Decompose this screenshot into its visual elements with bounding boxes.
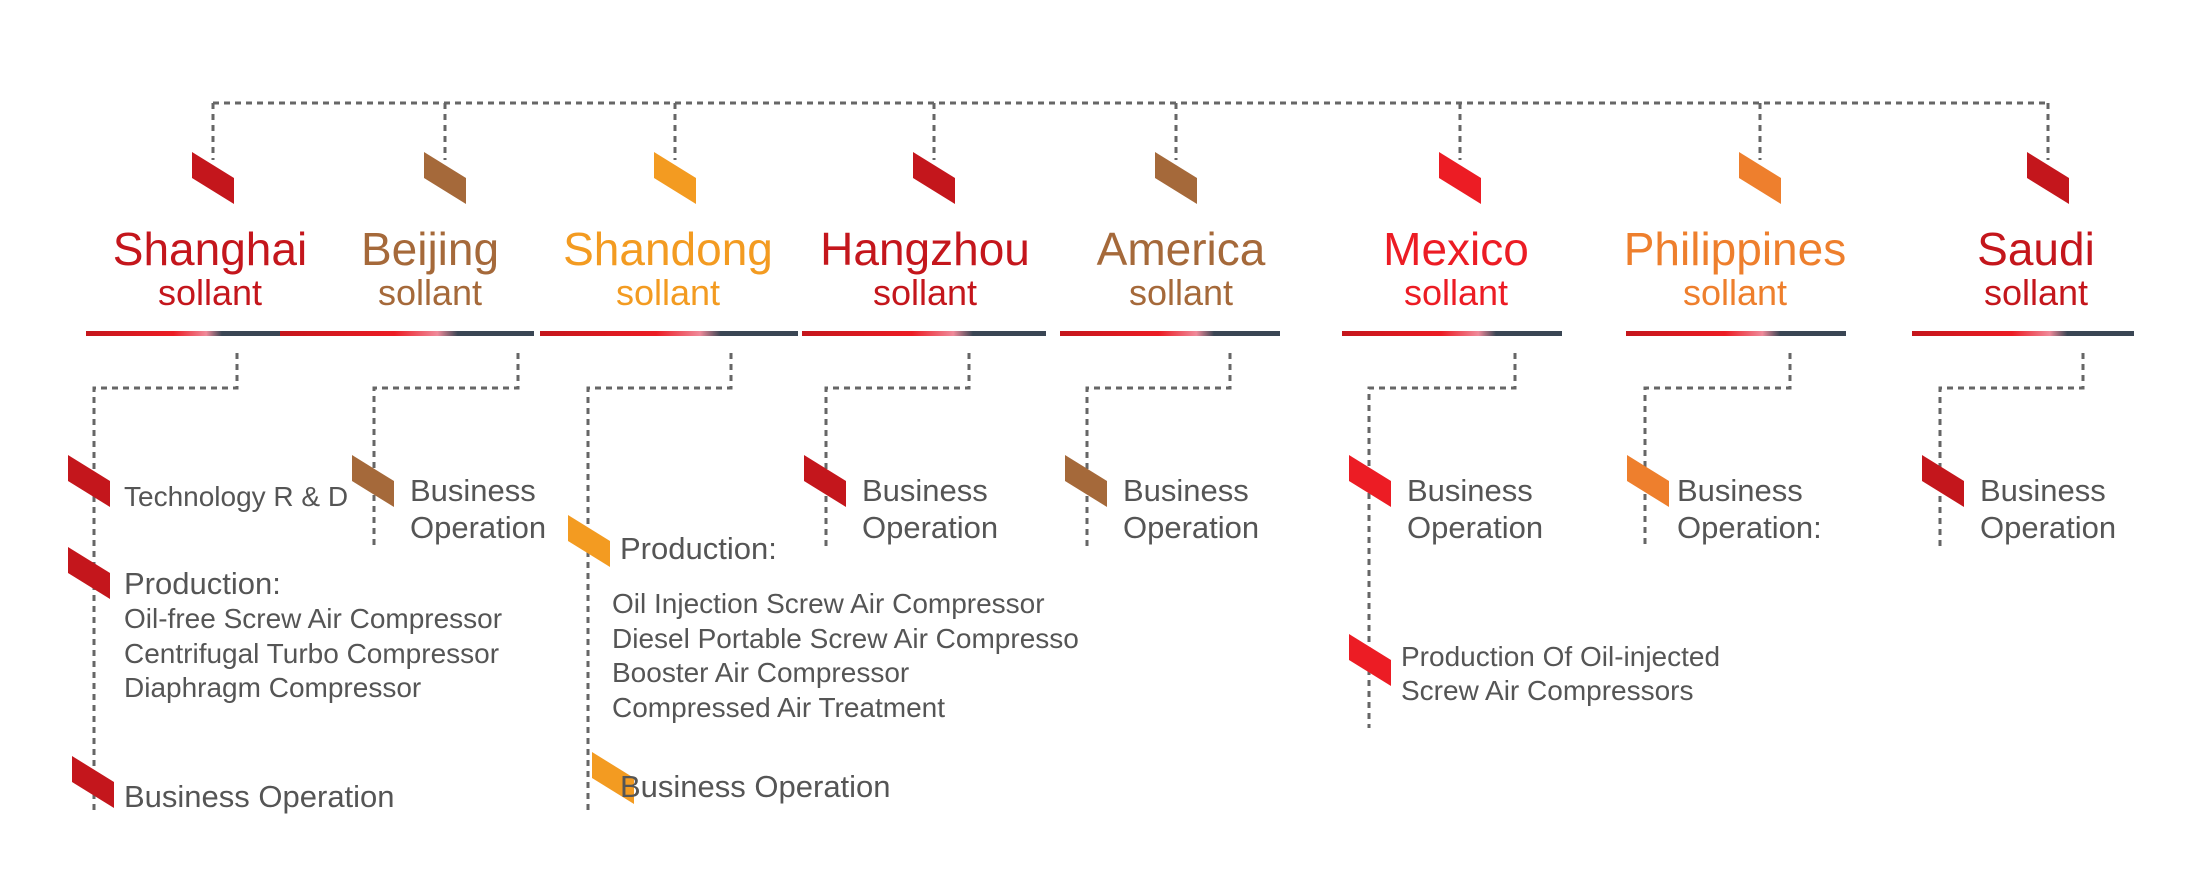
flag-marker-icon: [590, 752, 636, 804]
item-title: Production:: [620, 531, 777, 566]
item-title: Business Operation: [1980, 473, 2117, 546]
item-title: Business Operation: [862, 473, 999, 546]
flag-marker-icon: [2025, 152, 2071, 204]
branch-subtitle: sollant: [1682, 272, 1788, 313]
branch-underline: [1060, 331, 1280, 336]
item-title: Business Operation: [124, 779, 395, 814]
branch-name: Philippines: [1623, 223, 1847, 275]
item-detail: Diesel Portable Screw Air Compresso: [612, 622, 1079, 654]
flag-marker-icon: [66, 455, 112, 507]
flag-marker-icon: [1437, 152, 1483, 204]
branch-item: Business Operation: [1407, 472, 1577, 546]
dashed-connector: [372, 353, 520, 547]
branch-subtitle: sollant: [1403, 272, 1509, 313]
branch-name: America: [1096, 223, 1266, 275]
flag-marker-icon: [1153, 152, 1199, 204]
flag-marker-icon: [422, 152, 468, 204]
flag-marker-icon: [1063, 455, 1109, 507]
branch-underline: [86, 331, 280, 336]
flag-marker-icon: [911, 152, 957, 204]
branch-item: Technology R & D: [124, 480, 348, 514]
branch-subtitle: sollant: [377, 272, 483, 313]
branch-item: Business Operation: [862, 472, 1032, 546]
item-detail: Oil-free Screw Air Compressor: [124, 603, 503, 635]
flag-marker-icon: [802, 455, 848, 507]
branch-item: Business Operation: [410, 472, 580, 546]
item-title: Production:: [124, 566, 281, 601]
item-title: Business Operation: [410, 473, 547, 546]
branch-underline: [1342, 331, 1562, 336]
branch-item: Business Operation:: [1677, 472, 1847, 546]
flag-marker-icon: [1347, 455, 1393, 507]
branch-underline: [1626, 331, 1846, 336]
branch-name: Shandong: [563, 223, 773, 275]
branch-item: Business Operation: [1123, 472, 1293, 546]
branch-name: Beijing: [360, 223, 500, 275]
branch-underline: [802, 331, 1046, 336]
item-title: Business Operation: [1123, 473, 1260, 546]
dashed-connector: [824, 353, 971, 547]
branch-subtitle: sollant: [157, 272, 263, 313]
branch-underline: [540, 331, 798, 336]
flag-marker-icon: [70, 756, 116, 808]
flag-marker-icon: [566, 515, 612, 567]
branch-subtitle: sollant: [1983, 272, 2089, 313]
flag-marker-icon: [1347, 634, 1393, 686]
branch-subtitle: sollant: [872, 272, 978, 313]
branch-item: Business Operation: [124, 778, 395, 815]
flag-marker-icon: [1920, 455, 1966, 507]
item-detail: Oil Injection Screw Air Compressor: [612, 588, 1045, 620]
item-title: Production Of Oil-injected Screw Air Com…: [1401, 641, 1721, 706]
branch-item: Production: Oil Injection Screw Air Compr…: [612, 530, 1079, 725]
branch-subtitle: sollant: [1128, 272, 1234, 313]
dashed-connector: [1085, 353, 1232, 547]
branch-item: Production Of Oil-injected Screw Air Com…: [1401, 640, 1761, 707]
item-title: Technology R & D: [124, 481, 349, 512]
flag-marker-icon: [652, 152, 698, 204]
branch-item: Business Operation: [1980, 472, 2150, 546]
branch-item: Production:Oil-free Screw Air Compressor…: [124, 565, 502, 706]
flag-marker-icon: [190, 152, 236, 204]
branch-underline: [1912, 331, 2134, 336]
flag-marker-icon: [66, 547, 112, 599]
item-detail: Diaphragm Compressor: [124, 672, 422, 704]
flag-marker-icon: [1625, 455, 1671, 507]
item-title: Business Operation:: [1677, 473, 1822, 546]
branch-underline: [280, 331, 534, 336]
branch-item: Business Operation: [620, 768, 891, 805]
item-detail: Compressed Air Treatment: [612, 691, 946, 723]
branch-name: Mexico: [1383, 223, 1529, 275]
item-title: Business Operation: [1407, 473, 1544, 546]
flag-marker-icon: [1737, 152, 1783, 204]
flag-marker-icon: [350, 455, 396, 507]
branch-subtitle: sollant: [615, 272, 721, 313]
branch-name: Hangzhou: [820, 223, 1030, 275]
branch-name: Shanghai: [112, 223, 308, 275]
branch-name: Saudi: [1977, 223, 2095, 275]
item-detail: Centrifugal Turbo Compressor: [124, 637, 500, 669]
item-detail: Booster Air Compressor: [612, 657, 910, 689]
item-title: Business Operation: [620, 769, 891, 804]
